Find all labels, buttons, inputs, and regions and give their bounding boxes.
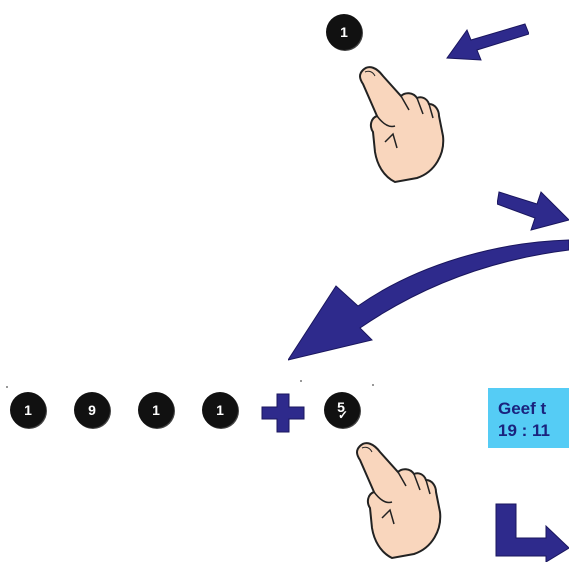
key-label: 1 xyxy=(24,402,32,418)
key-1-label: 1 xyxy=(340,24,348,40)
arrow-down-left-icon xyxy=(446,23,529,61)
key-1-button[interactable]: 1 xyxy=(10,392,46,428)
key-1-button[interactable]: 1 xyxy=(138,392,174,428)
pointing-hand-icon xyxy=(359,66,445,184)
key-label: 9 xyxy=(88,402,96,418)
key-label: 1 xyxy=(152,402,160,418)
key-5-label: 5 xyxy=(337,399,345,415)
key-label: 1 xyxy=(216,402,224,418)
key-1-button[interactable]: 1 xyxy=(202,392,238,428)
checkmark-icon: ✓ xyxy=(338,408,349,422)
turn-right-arrow-icon xyxy=(495,503,569,562)
curved-arrow-icon xyxy=(288,239,569,361)
dot xyxy=(372,384,374,386)
confirm-key-button[interactable]: 5 ✓ xyxy=(324,392,360,428)
display-panel: Geef t 19 : 11 xyxy=(488,388,569,448)
display-line-2: 19 : 11 xyxy=(498,421,550,440)
key-1-button[interactable]: 1 xyxy=(326,14,362,50)
key-9-button[interactable]: 9 xyxy=(74,392,110,428)
plus-icon[interactable] xyxy=(260,392,306,434)
arrow-right-icon xyxy=(497,191,569,231)
dot xyxy=(300,380,302,382)
dot xyxy=(6,386,8,388)
display-line-1: Geef t xyxy=(498,399,547,418)
pointing-hand-icon xyxy=(356,442,442,560)
